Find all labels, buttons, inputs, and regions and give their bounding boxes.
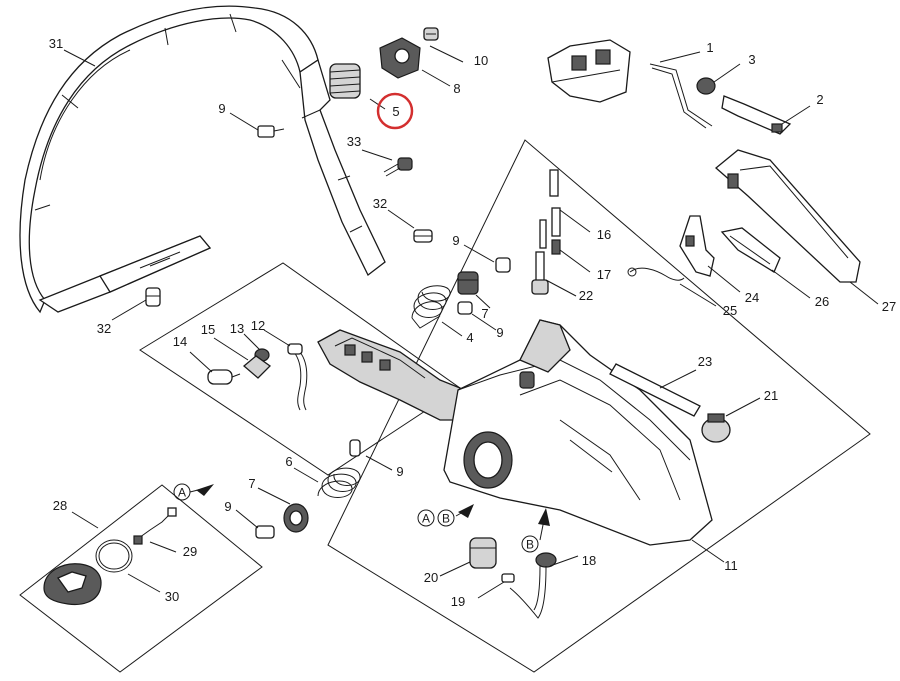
callout-5: 5 [392, 104, 399, 119]
damper-part-7-lower [283, 503, 309, 533]
reference-marker-circle [437, 509, 455, 527]
bolt-part-10 [423, 27, 439, 41]
bolt-part-22 [531, 251, 549, 295]
reference-marker-circle [417, 509, 435, 527]
callout-15: 15 [201, 322, 215, 337]
callout-9: 9 [218, 101, 225, 116]
callout-31: 31 [49, 36, 63, 51]
damper-part-7-upper [457, 271, 479, 295]
reference-marker-B: B [442, 512, 450, 526]
mount-part-8 [379, 37, 421, 79]
reference-marker-circle [173, 483, 191, 501]
fitting-part-19 [501, 573, 515, 583]
callout-19: 19 [451, 594, 465, 609]
callout-2: 2 [816, 92, 823, 107]
callout-11: 11 [724, 558, 738, 573]
callout-12: 12 [251, 318, 265, 333]
front-handle-bar [19, 5, 386, 314]
callout-22: 22 [579, 288, 593, 303]
highlight-circle-part-5 [376, 92, 414, 130]
callout-24: 24 [745, 290, 759, 305]
pin-part-16 [549, 169, 561, 237]
hose-part-12 [287, 343, 308, 411]
trigger-part-24 [679, 215, 715, 277]
primer-bulb-part-21 [701, 413, 731, 443]
callout-33: 33 [347, 134, 361, 149]
strap-part-29 [133, 507, 177, 545]
callout-8: 8 [453, 81, 460, 96]
rod-part-23 [609, 363, 701, 417]
screw-part-9-top [257, 125, 285, 138]
spring-part-6 [317, 467, 361, 498]
callout-23: 23 [698, 354, 712, 369]
highlight-group [376, 92, 414, 130]
callout-26: 26 [815, 294, 829, 309]
callout-1: 1 [706, 40, 713, 55]
fuel-cap-part-28 [43, 563, 102, 606]
main-housing-part-11 [443, 319, 713, 546]
callout-17: 17 [597, 267, 611, 282]
callout-9: 9 [396, 464, 403, 479]
pin-part-17 [539, 219, 561, 255]
callout-9: 9 [224, 499, 231, 514]
callout-3: 3 [748, 52, 755, 67]
callout-4: 4 [466, 330, 473, 345]
callout-16: 16 [597, 227, 611, 242]
callout-7: 7 [481, 306, 488, 321]
filter-part-14 [207, 369, 241, 385]
grommet-part-3 [696, 77, 716, 95]
callout-25: 25 [723, 303, 737, 318]
spring-part-4 [411, 285, 451, 329]
screw-part-9-lower-mid [349, 439, 361, 457]
callout-30: 30 [165, 589, 179, 604]
o-ring-part-30 [95, 539, 133, 573]
callout-18: 18 [582, 553, 596, 568]
callout-21: 21 [764, 388, 778, 403]
callout-27: 27 [882, 299, 896, 314]
reference-marker-A: A [422, 512, 430, 526]
callout-10: 10 [474, 53, 488, 68]
callout-6: 6 [285, 454, 292, 469]
bolt-part-33 [383, 157, 413, 177]
callout-32: 32 [373, 196, 387, 211]
screw-part-9-lower-left [255, 525, 275, 539]
callout-13: 13 [230, 321, 244, 336]
callout-32: 32 [97, 321, 111, 336]
callout-28: 28 [53, 498, 67, 513]
callout-20: 20 [424, 570, 438, 585]
reference-marker-circle [521, 535, 539, 553]
leader-lines [63, 45, 879, 599]
screw-part-9-mid [495, 257, 511, 273]
callout-7: 7 [248, 476, 255, 491]
lever-part-2 [721, 95, 792, 135]
callout-9: 9 [496, 325, 503, 340]
lockout-part-26 [720, 227, 781, 273]
filter-part-20 [469, 537, 497, 569]
screw-part-32-mid [413, 229, 433, 243]
spring-part-5 [329, 63, 361, 99]
group-box-fuel-cap [19, 484, 263, 673]
hose-part-18 [509, 552, 557, 619]
rear-handle-frame [317, 329, 463, 421]
reference-marker-A: A [178, 486, 186, 500]
spring-part-25 [627, 267, 685, 281]
callout-9: 9 [452, 233, 459, 248]
reference-marker-B: B [526, 538, 534, 552]
callout-labels: 1234567789999910111213141516171819202122… [49, 36, 896, 609]
callout-14: 14 [173, 334, 187, 349]
carburetor-part-1 [547, 39, 713, 129]
fuel-filter-part-15 [242, 355, 272, 379]
handle-cover-part-27 [714, 149, 861, 283]
screw-part-9-upper [457, 301, 473, 315]
callout-29: 29 [183, 544, 197, 559]
screw-part-32-left [145, 287, 161, 307]
